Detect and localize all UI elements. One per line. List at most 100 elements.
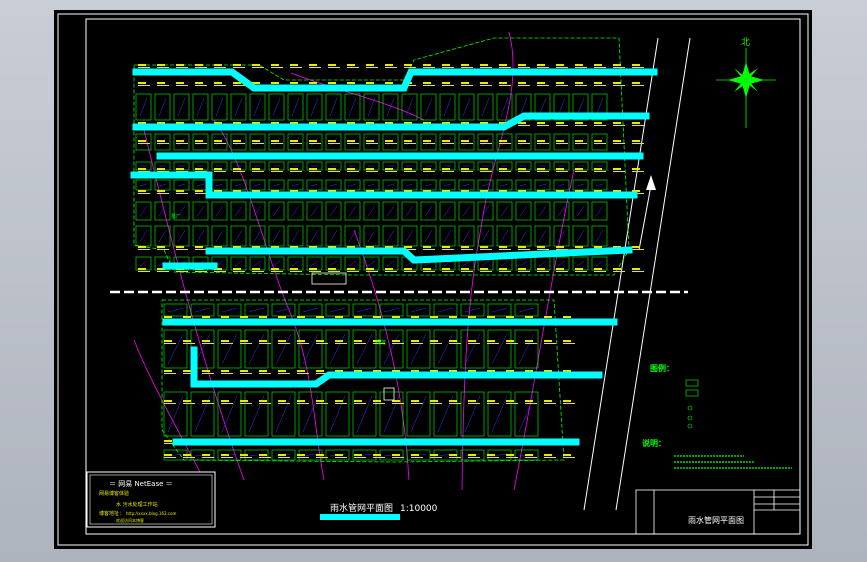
manhole-label	[575, 64, 587, 68]
parcel-hatch	[253, 205, 262, 217]
manhole-label	[632, 82, 644, 86]
parcel-hatch	[248, 307, 265, 313]
logo-line: 博客地址：	[99, 510, 124, 517]
parcel-hatch	[253, 260, 262, 267]
upper-parcel	[382, 93, 399, 121]
parcel-hatch	[253, 97, 262, 117]
parcel-hatch	[405, 183, 414, 187]
parcel-hatch	[443, 205, 452, 217]
upper-parcel	[439, 93, 456, 121]
parcel-hatch	[576, 205, 585, 217]
manhole-label	[354, 454, 366, 458]
manhole-label	[480, 140, 492, 144]
sewer-main	[190, 346, 603, 388]
manhole-label	[575, 82, 587, 86]
manhole-label	[594, 168, 606, 172]
parcel-hatch	[302, 453, 319, 457]
manhole-label	[404, 246, 416, 250]
parcel-hatch	[383, 307, 400, 313]
building-block	[383, 387, 395, 401]
manhole-label	[632, 64, 644, 68]
parcel-hatch	[424, 97, 433, 117]
manhole-label	[487, 454, 499, 458]
upper-parcel	[325, 93, 342, 121]
lower-parcel	[190, 391, 215, 437]
manhole-label	[480, 64, 492, 68]
manhole-label	[164, 370, 176, 374]
manhole-label	[556, 140, 568, 144]
upper-parcel	[439, 201, 456, 221]
parcel-hatch	[158, 97, 167, 117]
parcel-hatch	[519, 97, 528, 117]
manhole-label	[575, 122, 587, 126]
upper-parcel	[344, 93, 361, 121]
lower-parcel	[379, 329, 404, 369]
parcel-hatch	[538, 205, 547, 217]
parcel-hatch	[177, 205, 186, 217]
parcel-hatch	[557, 205, 566, 217]
manhole-label	[335, 340, 347, 344]
parcel-hatch	[215, 97, 224, 117]
parcel-hatch	[310, 205, 319, 217]
lower-parcel	[352, 391, 377, 437]
parcel-hatch	[215, 229, 224, 243]
cad-viewport[interactable]: 泵厂 绿地 北 图例： 说明：	[54, 10, 812, 549]
manhole-label	[506, 400, 518, 404]
manhole-label	[259, 400, 271, 404]
upper-parcel	[401, 93, 418, 121]
lower-parcel	[217, 391, 242, 437]
manhole-label	[461, 246, 473, 250]
manhole-label	[278, 454, 290, 458]
parcel-hatch	[462, 183, 471, 187]
upper-parcel	[173, 93, 190, 121]
parcel-hatch	[310, 229, 319, 243]
upper-parcel	[477, 93, 494, 121]
parcel-hatch	[576, 183, 585, 187]
parcel-hatch	[310, 97, 319, 117]
plant-label: 泵厂	[171, 214, 181, 220]
drawing-canvas[interactable]: 泵厂 绿地 北 图例： 说明：	[54, 10, 812, 549]
manhole-label	[316, 340, 328, 344]
parcel-hatch	[234, 229, 243, 243]
manhole-label	[252, 268, 264, 272]
upper-parcel	[154, 93, 171, 121]
parcel-hatch	[272, 205, 281, 217]
manhole-label	[575, 168, 587, 172]
manhole-label	[164, 400, 176, 404]
parcel-hatch	[367, 229, 376, 243]
manhole-label	[518, 82, 530, 86]
lower-area-outline	[161, 299, 565, 463]
manhole-label	[214, 140, 226, 144]
manhole-label	[525, 340, 537, 344]
parcel-hatch	[329, 260, 338, 267]
manhole-label	[518, 122, 530, 126]
manhole-label	[164, 440, 176, 444]
parcel-hatch	[302, 395, 319, 433]
parcel-hatch	[519, 229, 528, 243]
parcel-hatch	[291, 97, 300, 117]
manhole-label	[563, 400, 575, 404]
upper-parcel	[572, 201, 589, 221]
manhole-label	[366, 140, 378, 144]
manhole-label	[411, 340, 423, 344]
parcel-hatch	[500, 260, 509, 267]
lower-parcel	[379, 391, 404, 437]
parcel-hatch	[356, 307, 373, 313]
manhole-label	[480, 82, 492, 86]
parcel-hatch	[538, 229, 547, 243]
lower-parcel	[514, 329, 539, 369]
manhole-label	[499, 64, 511, 68]
manhole-label	[176, 140, 188, 144]
lower-parcel	[298, 391, 323, 437]
manhole-label	[354, 400, 366, 404]
upper-parcel	[192, 201, 209, 221]
lower-parcel	[406, 329, 431, 369]
parcel-hatch	[410, 333, 427, 365]
legend-items	[685, 379, 699, 429]
upper-parcel	[211, 201, 228, 221]
lower-parcel	[487, 303, 512, 317]
parcel-hatch	[221, 395, 238, 433]
manhole-label	[347, 268, 359, 272]
upper-parcel	[591, 93, 608, 121]
manhole-label	[556, 168, 568, 172]
